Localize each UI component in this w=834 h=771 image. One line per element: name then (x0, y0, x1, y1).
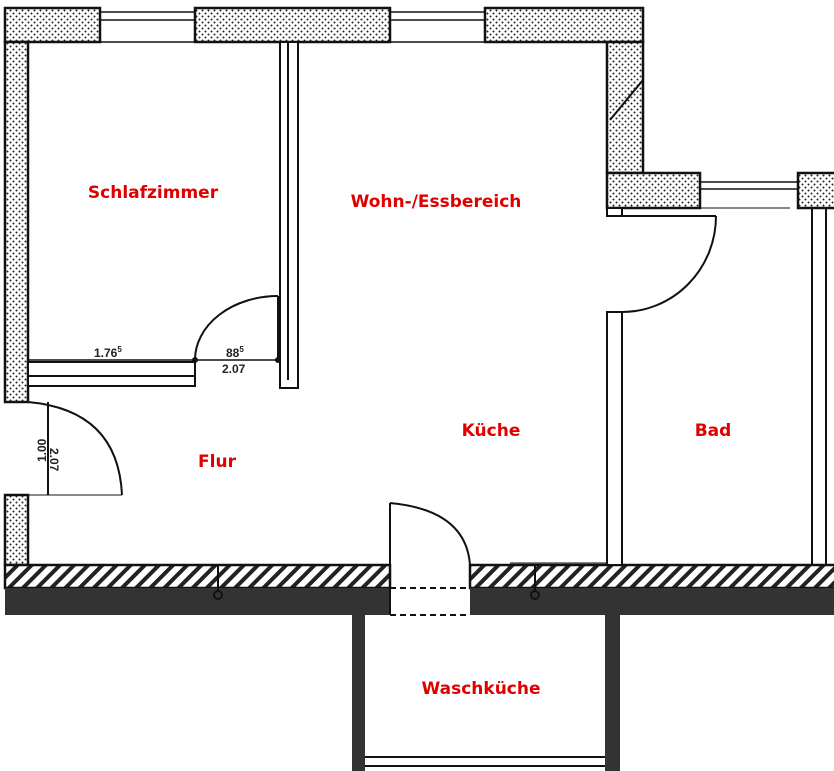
bath-door[interactable] (621, 215, 717, 313)
wall-top-right (483, 6, 645, 44)
wall-top-left (3, 6, 102, 44)
wall-left-lower (3, 493, 30, 567)
room-label-bad: Bad (695, 421, 732, 441)
entrance-door[interactable] (27, 401, 123, 496)
room-label-waschkueche: Waschküche (421, 679, 540, 699)
wall-bottom-hatched-left (3, 563, 392, 590)
room-label-flur: Flur (198, 452, 237, 472)
room-label-schlafzimmer: Schlafzimmer (88, 183, 219, 203)
dim-entrance-width: 1.00 (35, 438, 49, 462)
dim-entrance-height: 2.07 (47, 448, 61, 472)
wall-bottom-hatched-right (468, 563, 834, 590)
window-bedroom (99, 11, 196, 43)
wall-right-upper (605, 40, 645, 175)
wall-bath-top-left (605, 171, 702, 210)
room-label-kueche: Küche (462, 421, 521, 441)
window-bath (699, 181, 799, 190)
wall-bath-left (606, 311, 623, 566)
socket-icon (213, 565, 223, 600)
wall-left-upper (3, 40, 30, 404)
dim-bedroom-width: 1.765 (94, 345, 122, 360)
laundry-door[interactable] (389, 502, 471, 616)
bedroom-door[interactable] (194, 295, 279, 361)
wall-bedroom-bottom (27, 361, 196, 387)
dim-bedroom-door-width: 885 (226, 345, 244, 360)
window-living (389, 11, 486, 43)
socket-icon (530, 565, 540, 600)
dim-bedroom-door-height: 2.07 (222, 362, 246, 376)
wall-bath-top-right (796, 171, 834, 210)
wall-top-mid (193, 6, 392, 44)
dark-walls (5, 588, 834, 771)
room-label-wohn-essbereich: Wohn-/Essbereich (351, 192, 522, 212)
